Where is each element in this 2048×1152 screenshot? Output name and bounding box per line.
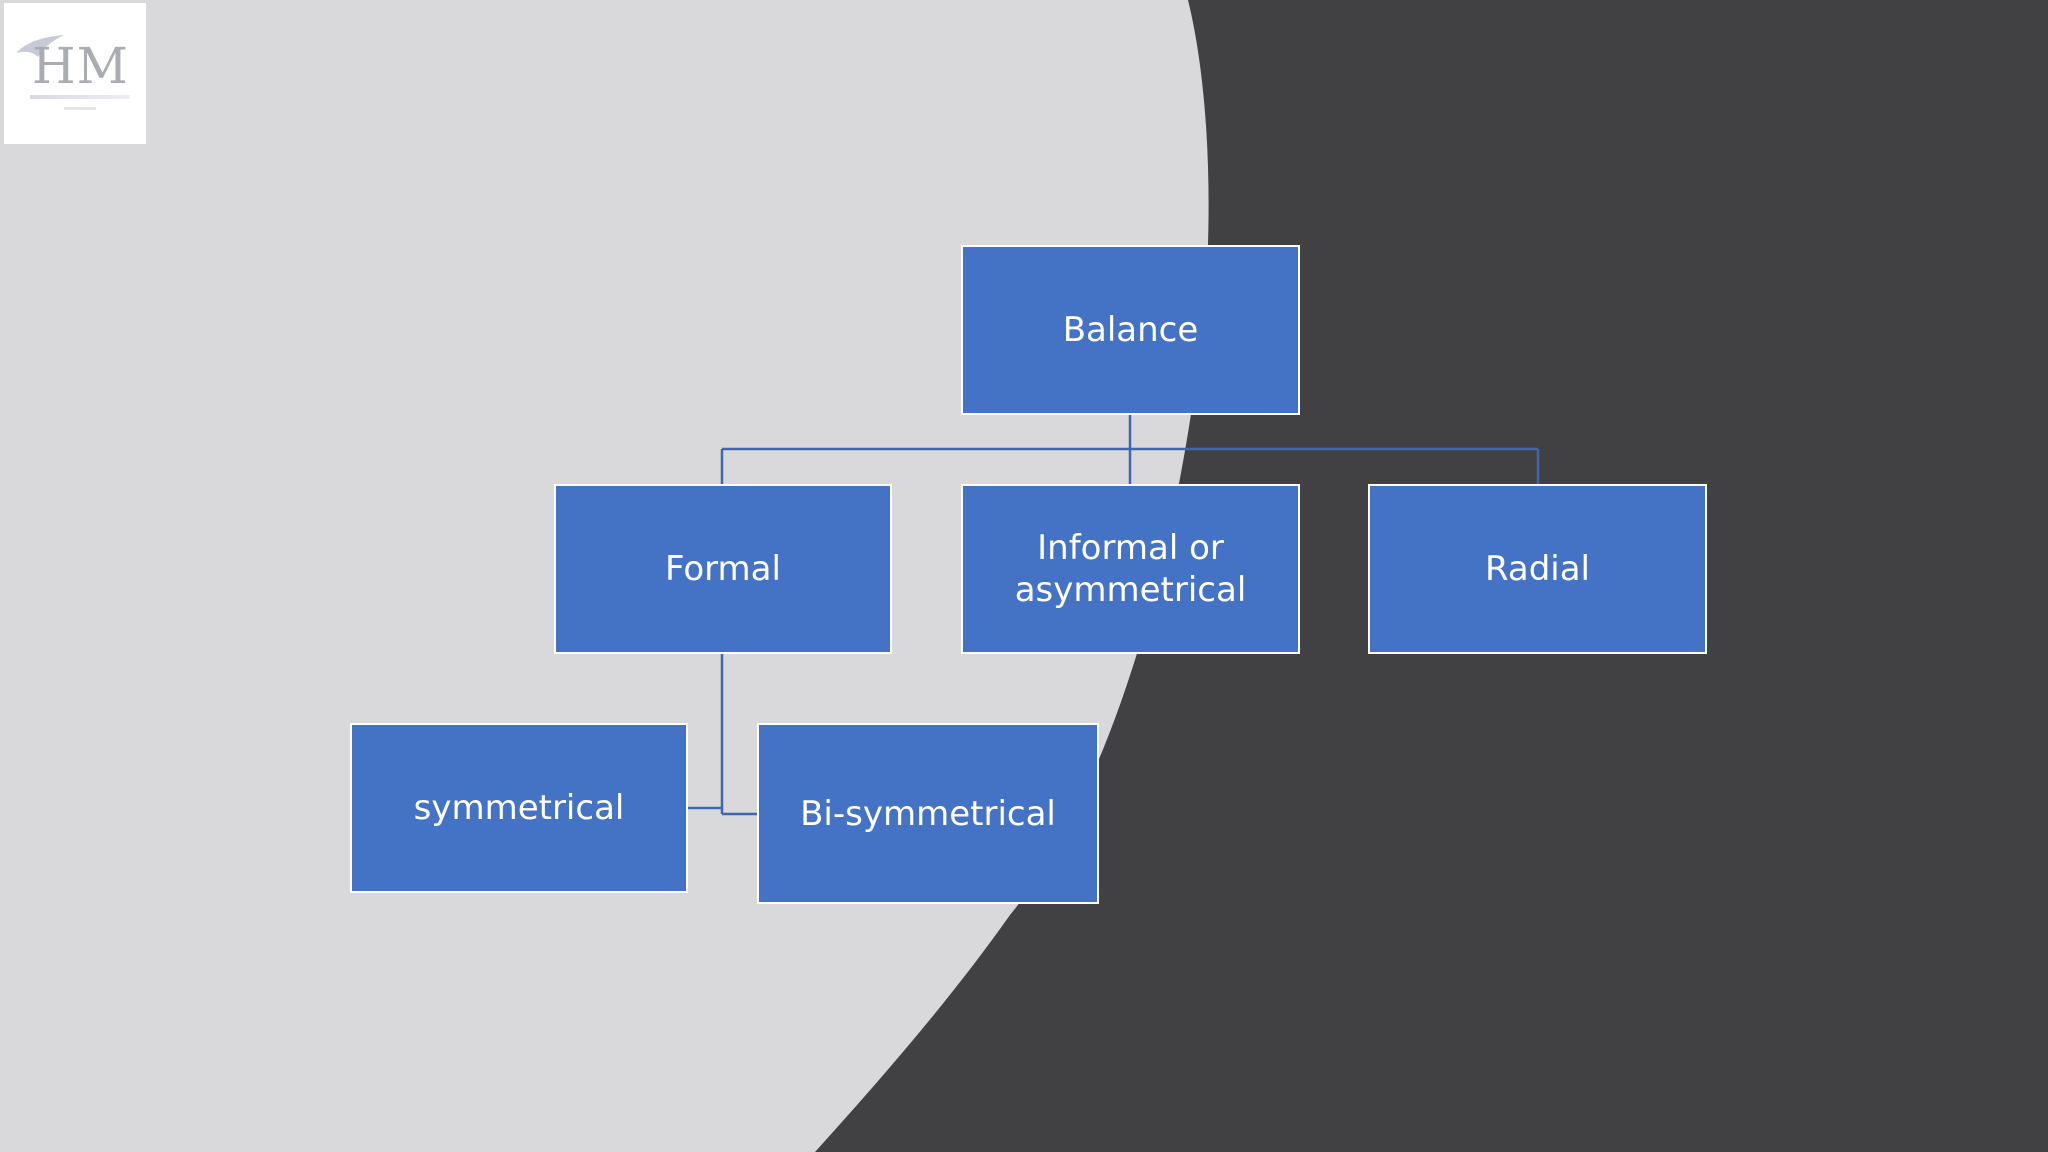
- node-informal: Informal or asymmetrical: [961, 484, 1300, 654]
- node-informal-label: Informal or asymmetrical: [1014, 528, 1247, 610]
- node-formal-label: Formal: [665, 549, 781, 589]
- bird-icon: [16, 35, 64, 57]
- node-symmetrical: symmetrical: [350, 723, 688, 893]
- logo-tagline-secondary: [64, 107, 96, 110]
- logo-tagline: [30, 95, 130, 99]
- node-bi-symmetrical: Bi-symmetrical: [757, 723, 1099, 904]
- node-symmetrical-label: symmetrical: [413, 788, 625, 828]
- node-radial-label: Radial: [1484, 549, 1591, 589]
- logo-letters: HM: [32, 37, 129, 95]
- node-balance-label: Balance: [1062, 310, 1199, 350]
- node-formal: Formal: [554, 484, 892, 654]
- node-bi-symmetrical-label: Bi-symmetrical: [800, 793, 1056, 834]
- node-radial: Radial: [1368, 484, 1707, 654]
- node-balance: Balance: [961, 245, 1300, 415]
- logo: HM: [4, 3, 146, 144]
